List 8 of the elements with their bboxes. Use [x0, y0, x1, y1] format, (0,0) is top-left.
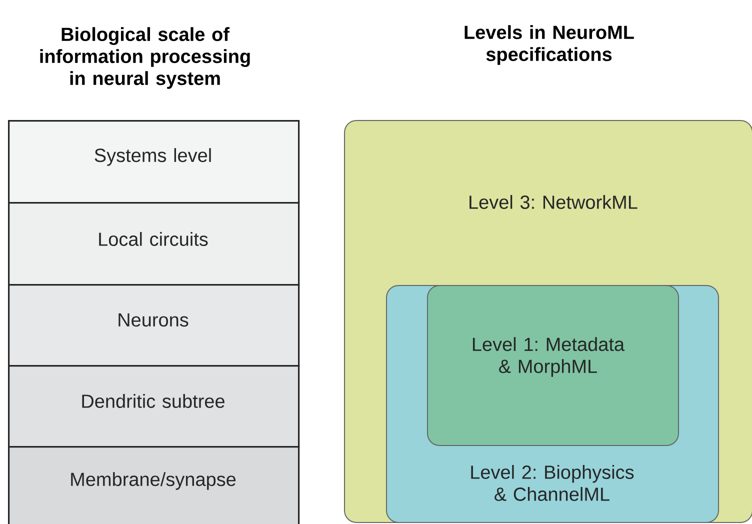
- column-heading: Levels in NeuroML specifications: [464, 25, 634, 65]
- level-box: Local circuits: [8, 202, 300, 286]
- level-box: Neurons: [8, 284, 300, 367]
- level-box: Membrane/synapse: [8, 446, 300, 524]
- level-box: Dendritic subtree: [8, 365, 300, 448]
- level-box: Systems level: [8, 120, 300, 204]
- column-heading: Biological scale of information processing in neural system: [40, 27, 250, 89]
- level-box: Level 1: Metadata & MorphML: [427, 285, 679, 446]
